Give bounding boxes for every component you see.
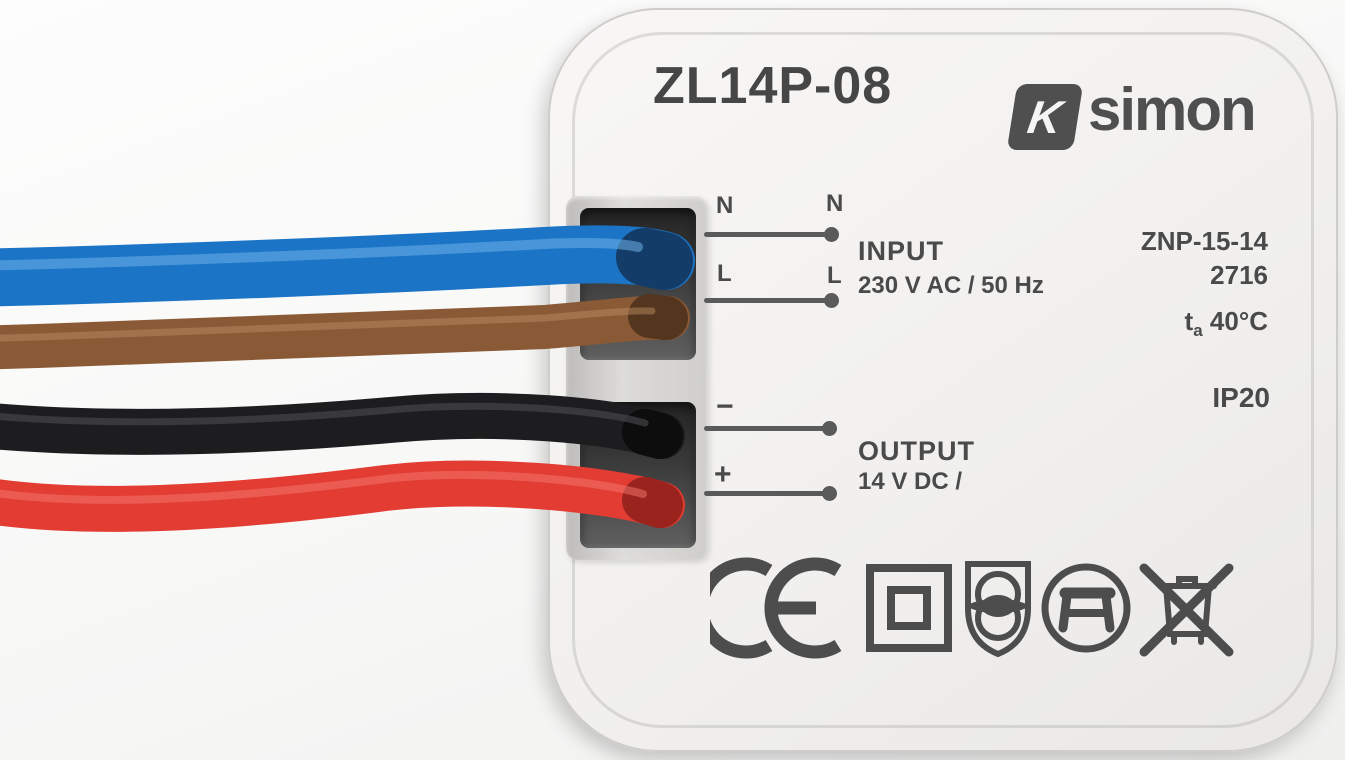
input-l-line: [704, 298, 828, 303]
ambient-temp-label: ta 40°C: [1184, 306, 1268, 340]
model-number-label: ZL14P-08: [653, 57, 893, 115]
input-n-terminal-dot: [824, 227, 839, 242]
ip-rating-label: IP20: [1212, 382, 1270, 413]
brand-logo-mark: K: [1006, 84, 1084, 150]
production-code-label: 2716: [1210, 260, 1268, 290]
input-n-wire-label: N: [716, 192, 734, 219]
output-plus-label: +: [714, 458, 732, 491]
ce-mark-icon: [710, 556, 856, 660]
input-terminal-recess: [580, 208, 696, 360]
output-label: OUTPUT: [858, 436, 975, 466]
input-n-pin-label: N: [826, 190, 844, 217]
type-code-label: ZNP-15-14: [1140, 226, 1268, 256]
output-minus-line: [704, 426, 826, 431]
output-plus-line: [704, 491, 826, 496]
brand-logo-letter: K: [1024, 91, 1066, 143]
input-l-terminal-dot: [824, 293, 839, 308]
output-minus-terminal-dot: [822, 421, 837, 436]
output-minus-label: −: [716, 390, 734, 423]
brand-name-label: simon: [1088, 76, 1257, 143]
input-label: INPUT: [858, 236, 944, 266]
input-l-wire-label: L: [717, 260, 732, 287]
output-terminal-recess: [580, 402, 696, 548]
input-n-line: [704, 232, 828, 237]
safety-shield-mark-icon: [960, 556, 1036, 660]
output-spec-label: 14 V DC /: [858, 468, 963, 495]
output-plus-terminal-dot: [822, 486, 837, 501]
input-l-pin-label: L: [827, 262, 842, 289]
input-spec-label: 230 V AC / 50 Hz: [858, 272, 1044, 299]
circle-enclosure-mark-icon: [1040, 556, 1132, 660]
weee-crossed-out-bin-icon: [1134, 550, 1238, 662]
class-ii-double-insulation-icon: [862, 556, 954, 660]
